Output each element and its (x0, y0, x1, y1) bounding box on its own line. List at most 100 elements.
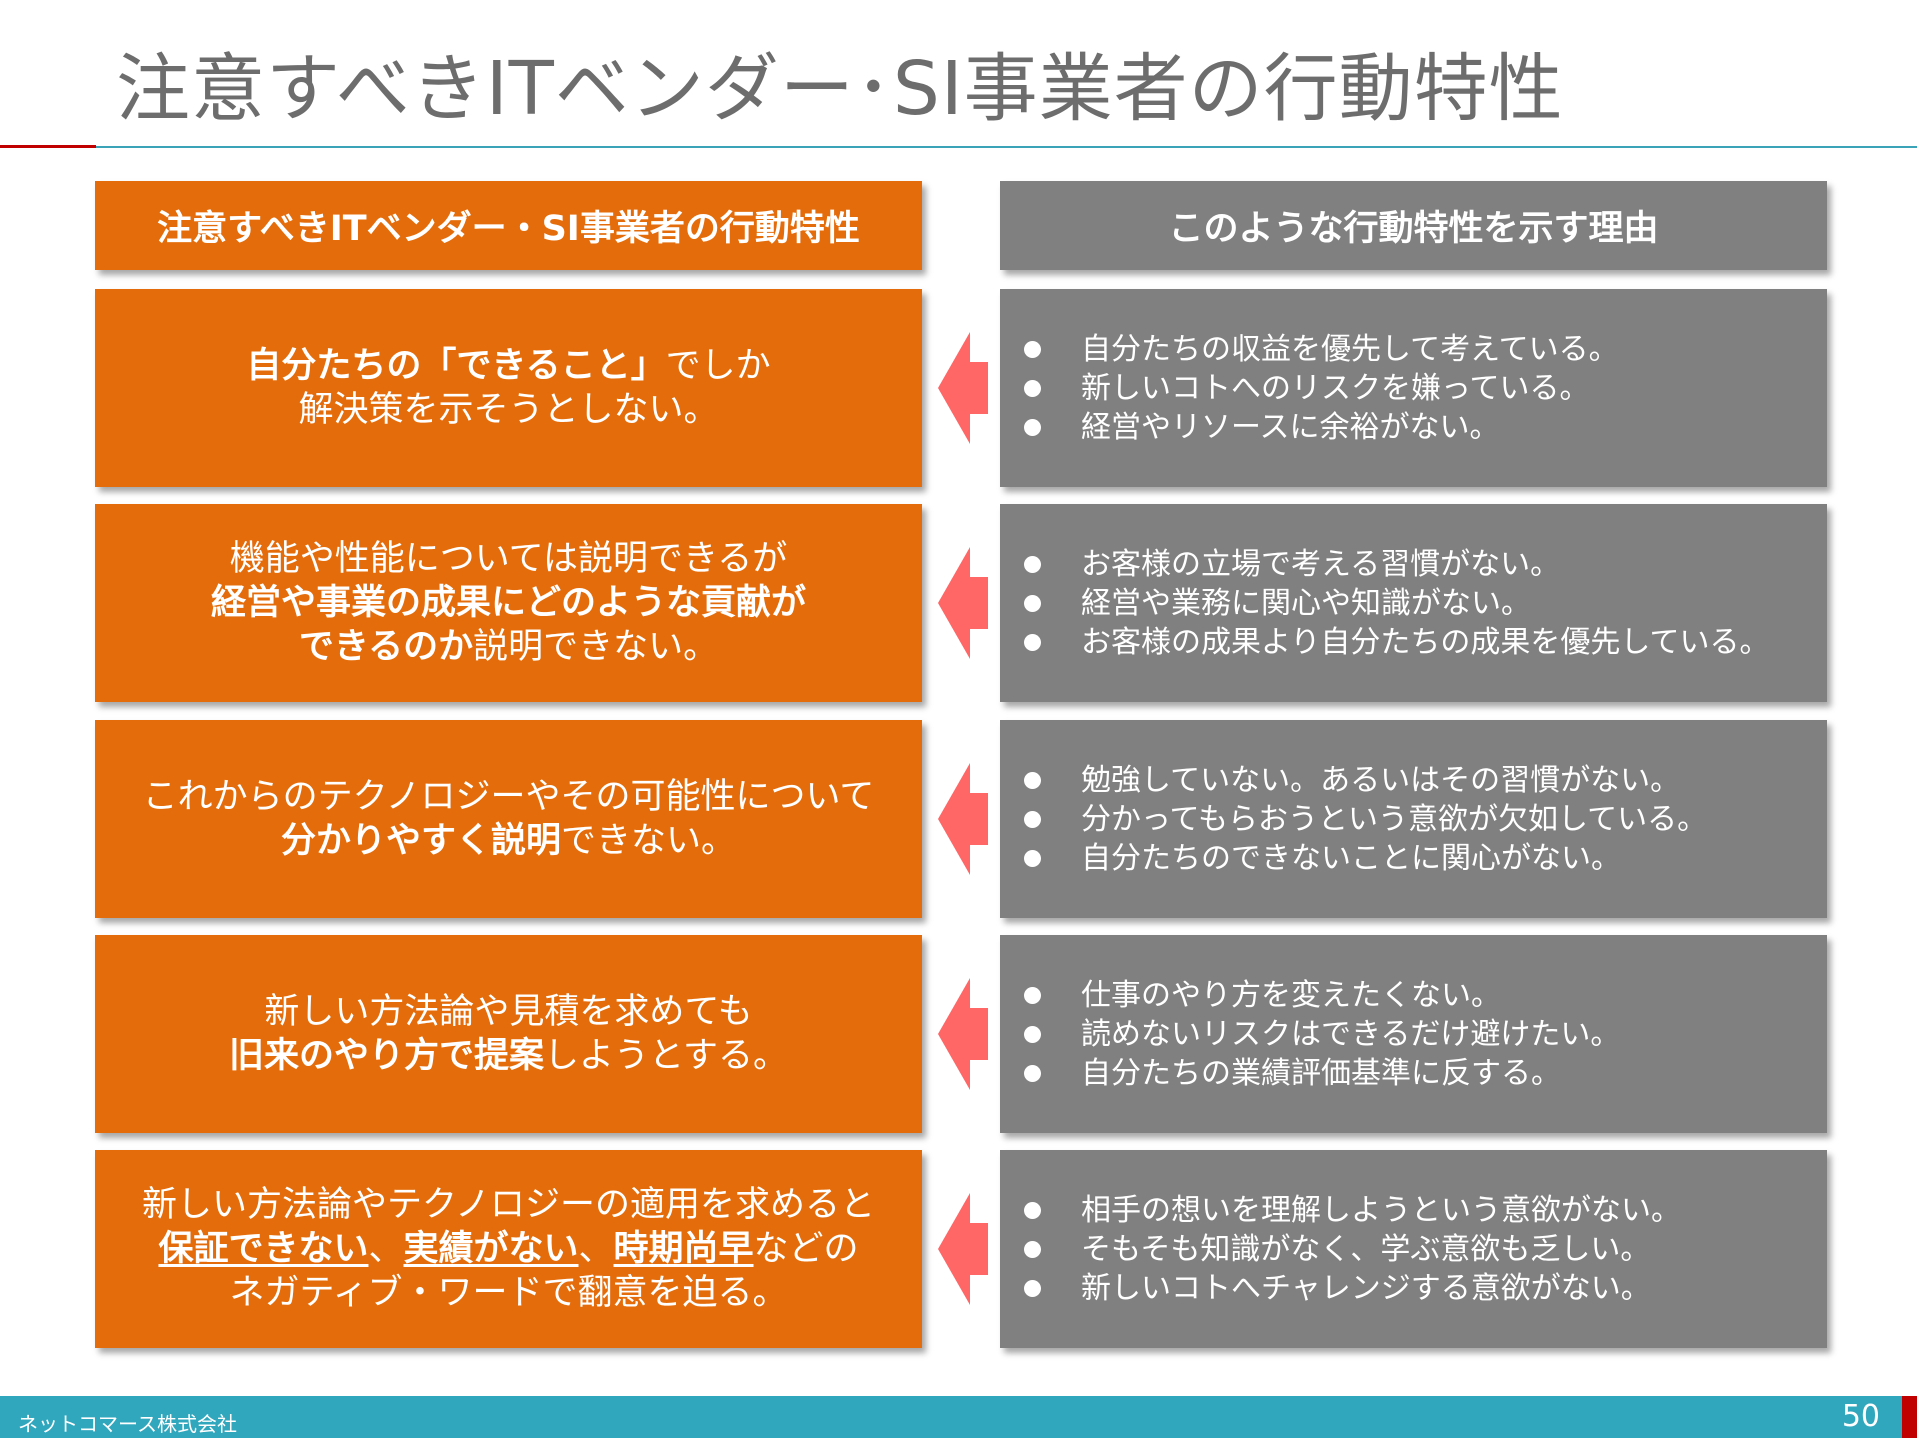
left-arrow-icon (938, 332, 988, 444)
bullet-icon (1024, 1240, 1041, 1258)
behavior-box-3: これからのテクノロジーやその可能性について分かりやすく説明できない。 (95, 720, 922, 918)
behavior-box-1: 自分たちの「できること」でしか解決策を示そうとしない。 (95, 289, 922, 487)
behavior-box-4: 新しい方法論や見積を求めても旧来のやり方で提案しようとする。 (95, 935, 922, 1133)
right-column-header: このような行動特性を示す理由 (1000, 181, 1827, 270)
behavior-line: 自分たちの「できること」でしか (246, 344, 770, 388)
bullet-icon (1024, 849, 1041, 867)
emphasis-text: 経営や事業の成果にどのような貢献が (210, 583, 806, 623)
reason-box-5: 相手の想いを理解しようという意欲がない。そもそも知識がなく、学ぶ意欲も乏しい。新… (1000, 1150, 1827, 1348)
reason-text: 相手の想いを理解しようという意欲がない。 (1081, 1192, 1681, 1228)
reason-text: お客様の立場で考える習慣がない。 (1081, 546, 1561, 582)
reason-text: 読めないリスクはできるだけ避けたい。 (1081, 1016, 1621, 1052)
emphasis-text: 時期尚早 (613, 1229, 754, 1269)
reason-item: 新しいコトへのリスクを嫌っている。 (1022, 369, 1827, 408)
behavior-line: 分かりやすく説明できない。 (281, 819, 736, 863)
reason-item: 分かってもらおうという意欲が欠如している。 (1022, 800, 1827, 839)
emphasis-text: 自分たちの「できること」 (246, 346, 666, 386)
reason-item: 経営やリソースに余裕がない。 (1022, 408, 1827, 447)
bullet-icon (1024, 771, 1041, 789)
reason-text: 自分たちの業績評価基準に反する。 (1081, 1055, 1561, 1091)
behavior-box-2: 機能や性能については説明できるが経営や事業の成果にどのような貢献ができるのか説明… (95, 504, 922, 702)
left-arrow-icon (938, 763, 988, 875)
reason-text: 新しいコトへのリスクを嫌っている。 (1081, 370, 1590, 406)
emphasis-text: 分かりやすく説明 (280, 821, 561, 861)
behavior-line: 解決策を示そうとしない。 (298, 388, 718, 432)
behavior-text: でしか (665, 346, 771, 386)
page-title: 注意すべきITベンダー･SI事業者の行動特性 (116, 46, 1564, 132)
title-rule-red (0, 145, 96, 148)
bullet-icon (1024, 986, 1041, 1004)
reason-item: 自分たちの業績評価基準に反する。 (1022, 1054, 1827, 1093)
behavior-line: 旧来のやり方で提案しようとする。 (229, 1034, 788, 1078)
behavior-text: 新しい方法論や見積を求めても (264, 992, 753, 1032)
behavior-text: 説明できない。 (473, 627, 719, 667)
reason-item: お客様の成果より自分たちの成果を優先している。 (1022, 623, 1827, 662)
title-rule-teal (96, 146, 1917, 148)
page-number: 50 (1841, 1399, 1880, 1434)
reason-text: 自分たちのできないことに関心がない。 (1081, 840, 1621, 876)
behavior-text: 解決策を示そうとしない。 (298, 390, 719, 430)
behavior-text: などの (753, 1229, 859, 1269)
behavior-text: 機能や性能については説明できるが (229, 539, 788, 579)
bullet-icon (1024, 1201, 1041, 1219)
behavior-text: 、 (368, 1229, 404, 1269)
bullet-icon (1024, 379, 1041, 397)
emphasis-text: 保証できない (158, 1229, 369, 1269)
behavior-line: 機能や性能については説明できるが (230, 537, 788, 581)
behavior-text: しようとする。 (544, 1036, 788, 1076)
reason-item: 勉強していない。あるいはその習慣がない。 (1022, 761, 1827, 800)
footer-bar: ネットコマース株式会社 50 (0, 1396, 1902, 1438)
reason-text: 仕事のやり方を変えたくない。 (1081, 977, 1501, 1013)
behavior-line: これからのテクノロジーやその可能性について (143, 775, 875, 819)
emphasis-text: 旧来のやり方で提案 (229, 1036, 545, 1076)
bullet-icon (1024, 555, 1041, 573)
reason-text: 新しいコトへチャレンジする意欲がない。 (1081, 1270, 1651, 1306)
reason-text: 経営や業務に関心や知識がない。 (1081, 585, 1531, 621)
reason-item: 新しいコトへチャレンジする意欲がない。 (1022, 1269, 1827, 1308)
company-name: ネットコマース株式会社 (18, 1412, 237, 1436)
behavior-line: 経営や事業の成果にどのような貢献が (211, 581, 806, 625)
behavior-text: できない。 (561, 821, 737, 861)
bullet-icon (1024, 810, 1041, 828)
bullet-icon (1024, 594, 1041, 612)
emphasis-text: 実績がない (403, 1229, 579, 1269)
behavior-line: 新しい方法論やテクノロジーの適用を求めると (142, 1183, 875, 1227)
behavior-text: 新しい方法論やテクノロジーの適用を求めると (142, 1185, 875, 1225)
bullet-icon (1024, 1064, 1041, 1082)
reason-item: お客様の立場で考える習慣がない。 (1022, 545, 1827, 584)
reason-box-1: 自分たちの収益を優先して考えている。新しいコトへのリスクを嫌っている。経営やリソ… (1000, 289, 1827, 487)
left-column-header: 注意すべきITベンダー・SI事業者の行動特性 (95, 181, 922, 270)
reason-item: 相手の想いを理解しようという意欲がない。 (1022, 1191, 1827, 1230)
reason-text: そもそも知識がなく、学ぶ意欲も乏しい。 (1081, 1231, 1651, 1267)
behavior-line: 保証できない、実績がない、時期尚早などの (158, 1227, 858, 1271)
reason-text: 自分たちの収益を優先して考えている。 (1081, 331, 1619, 367)
behavior-line: 新しい方法論や見積を求めても (264, 990, 752, 1034)
reason-box-4: 仕事のやり方を変えたくない。読めないリスクはできるだけ避けたい。自分たちの業績評… (1000, 935, 1827, 1133)
left-arrow-icon (938, 978, 988, 1090)
reason-item: 自分たちのできないことに関心がない。 (1022, 839, 1827, 878)
bullet-icon (1024, 418, 1041, 436)
reason-text: 経営やリソースに余裕がない。 (1081, 409, 1500, 445)
footer-accent (1902, 1396, 1917, 1438)
reason-item: そもそも知識がなく、学ぶ意欲も乏しい。 (1022, 1230, 1827, 1269)
reason-text: 分かってもらおうという意欲が欠如している。 (1081, 801, 1708, 837)
reason-item: 自分たちの収益を優先して考えている。 (1022, 330, 1827, 369)
behavior-box-5: 新しい方法論やテクノロジーの適用を求めると保証できない、実績がない、時期尚早など… (95, 1150, 922, 1348)
reason-item: 読めないリスクはできるだけ避けたい。 (1022, 1015, 1827, 1054)
bullet-icon (1024, 1279, 1041, 1297)
left-arrow-icon (938, 1193, 988, 1305)
behavior-text: 、 (578, 1229, 614, 1269)
reason-box-2: お客様の立場で考える習慣がない。経営や業務に関心や知識がない。お客様の成果より自… (1000, 504, 1827, 702)
emphasis-text: できるのか (298, 627, 474, 667)
bullet-icon (1024, 633, 1041, 651)
behavior-text: これからのテクノロジーやその可能性について (142, 777, 875, 817)
reason-item: 仕事のやり方を変えたくない。 (1022, 976, 1827, 1015)
reason-box-3: 勉強していない。あるいはその習慣がない。分かってもらおうという意欲が欠如している… (1000, 720, 1827, 918)
reason-text: お客様の成果より自分たちの成果を優先している。 (1081, 624, 1770, 660)
behavior-line: できるのか説明できない。 (299, 625, 718, 669)
bullet-icon (1024, 340, 1041, 358)
behavior-line: ネガティブ・ワードで翻意を迫る。 (230, 1271, 788, 1315)
left-arrow-icon (938, 547, 988, 659)
reason-text: 勉強していない。あるいはその習慣がない。 (1081, 762, 1681, 798)
reason-item: 経営や業務に関心や知識がない。 (1022, 584, 1827, 623)
